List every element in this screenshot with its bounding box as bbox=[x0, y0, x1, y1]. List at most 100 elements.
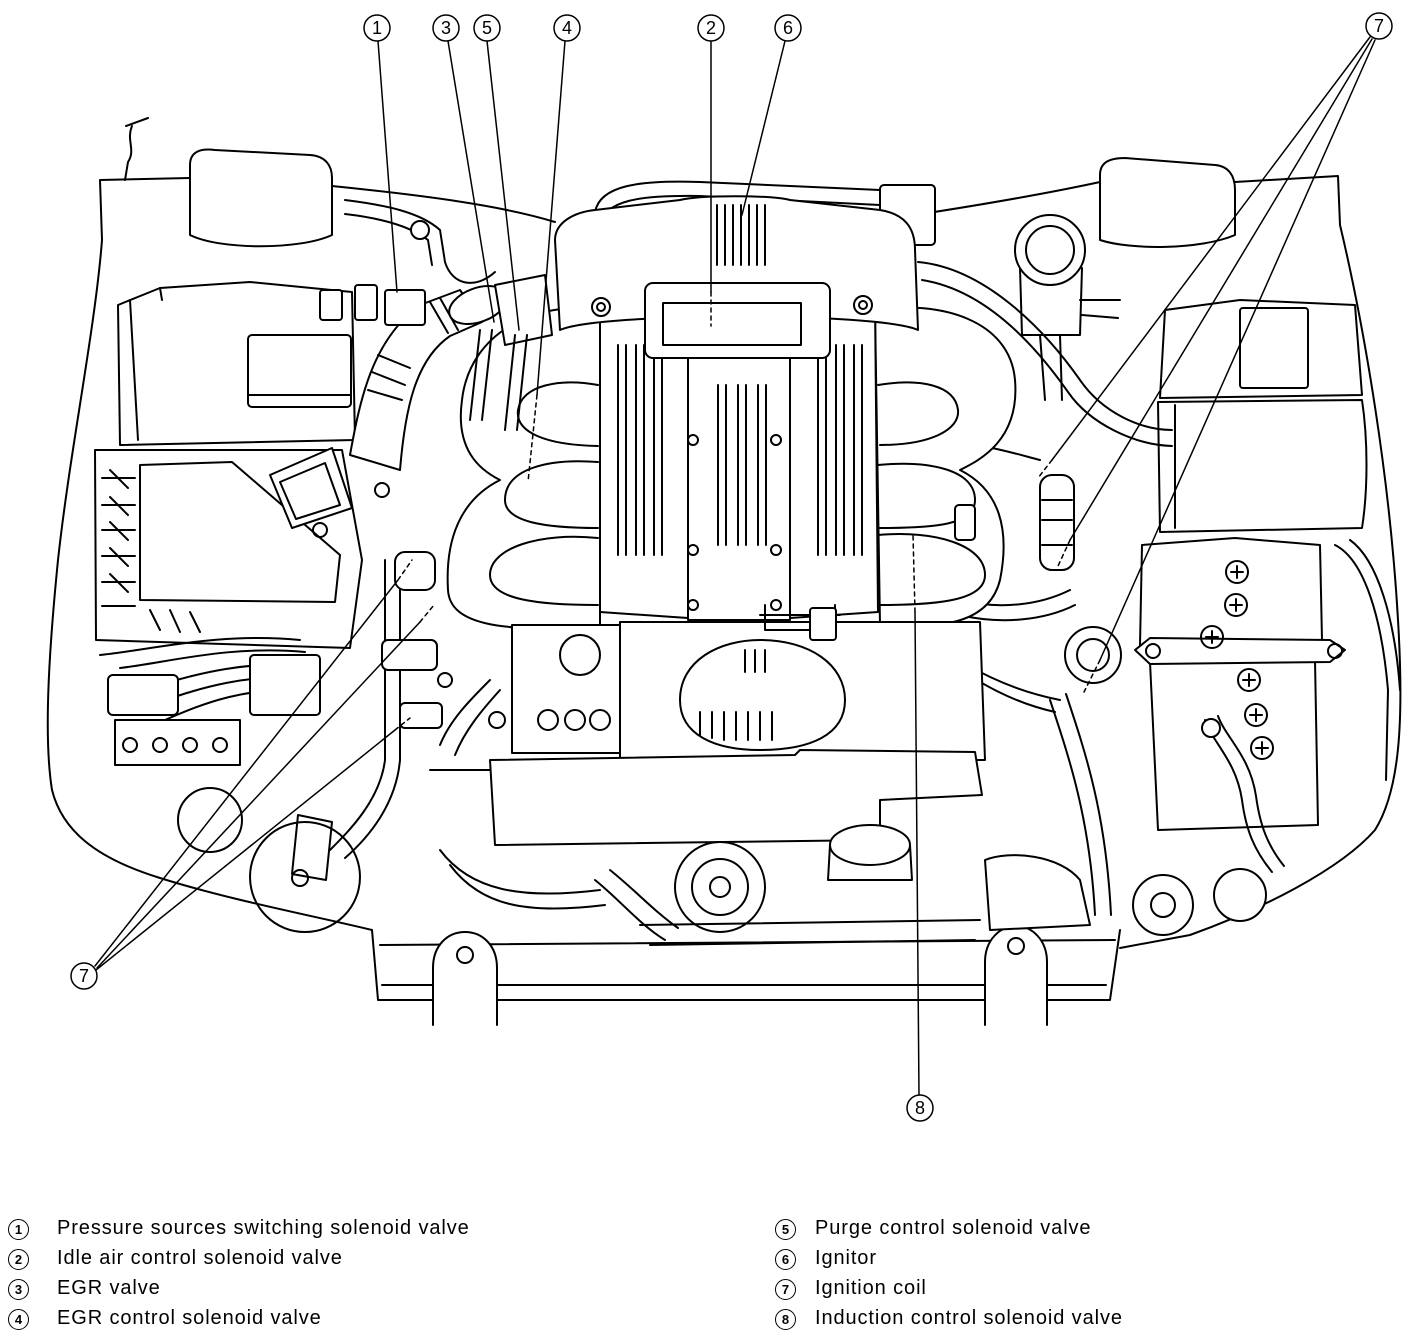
callout-circle bbox=[697, 14, 725, 42]
cell-cap-cross bbox=[1249, 708, 1263, 722]
plenum-bolt-6 bbox=[770, 599, 782, 611]
alternator-fins bbox=[699, 649, 773, 741]
callout-circle bbox=[774, 14, 802, 42]
air-flow-meter-bolt bbox=[312, 522, 328, 538]
radiator-cap bbox=[829, 824, 911, 866]
cell-cap-ring bbox=[1225, 560, 1249, 584]
leader-line-7-bottom-a bbox=[94, 579, 399, 967]
leader-line-5 bbox=[486, 40, 520, 331]
plenum-bolt-2 bbox=[770, 434, 782, 446]
leader-line-7-top-a bbox=[1051, 36, 1371, 461]
left-ignition-coil-b bbox=[381, 639, 438, 671]
plenum-right-fins bbox=[817, 344, 863, 556]
engine-left-bolt-1 bbox=[537, 709, 559, 731]
right-ignition-coil bbox=[1039, 474, 1075, 571]
distributor bbox=[1064, 626, 1122, 684]
callout-7-bottom: 7 bbox=[70, 962, 98, 990]
cell-cap-cross bbox=[1205, 630, 1219, 644]
legend-label: Induction control solenoid valve bbox=[815, 1307, 1123, 1329]
callout-number: 4 bbox=[562, 18, 572, 38]
right-runner-lines bbox=[877, 381, 986, 606]
leader-line-7-bottom-c bbox=[95, 729, 396, 971]
callout-number: 7 bbox=[1374, 16, 1384, 36]
battery-terminal-cable bbox=[1204, 715, 1285, 873]
left-bolt-b bbox=[152, 737, 168, 753]
air-flow-meter-bolt-2 bbox=[374, 482, 390, 498]
cover-bolt-right-inner bbox=[858, 300, 868, 310]
leader-line-4 bbox=[536, 40, 566, 396]
left-hose-clamp bbox=[488, 711, 506, 729]
legend-item-2: 2 Idle air control solenoid valve bbox=[0, 1246, 680, 1274]
legend-number: 8 bbox=[775, 1309, 796, 1330]
callout-circle bbox=[906, 1094, 934, 1122]
legend-number: 4 bbox=[8, 1309, 29, 1330]
battery-cell-cap-4 bbox=[1237, 668, 1261, 692]
callout-circle bbox=[1365, 12, 1393, 40]
leader-line-7-top-c-dashed bbox=[1083, 659, 1101, 693]
left-strut-tower bbox=[189, 148, 333, 248]
left-runner-lines bbox=[489, 381, 599, 606]
plenum-bolt-5 bbox=[687, 599, 699, 611]
cell-cap-ring bbox=[1224, 593, 1248, 617]
leader-line-8-dashed bbox=[912, 534, 916, 613]
left-coil-bolt bbox=[437, 672, 453, 688]
left-connector-block bbox=[107, 674, 179, 716]
callout-8: 8 bbox=[906, 1094, 934, 1122]
callout-circle bbox=[70, 962, 98, 990]
left-bolt-a bbox=[122, 737, 138, 753]
right-coil-rings bbox=[1041, 499, 1073, 546]
left-ignition-coil-a bbox=[394, 551, 436, 591]
oil-filler-cap bbox=[559, 634, 601, 676]
cell-cap-ring bbox=[1250, 736, 1274, 760]
battery-clamp-bar bbox=[1134, 637, 1346, 665]
battery-terminal bbox=[1201, 718, 1221, 738]
reservoir-body bbox=[1019, 267, 1083, 336]
legend-number: 2 bbox=[8, 1249, 29, 1270]
battery-cell-cap-5 bbox=[1244, 703, 1268, 727]
left-relay-box-edge bbox=[129, 287, 163, 441]
legend-label: EGR valve bbox=[57, 1277, 161, 1299]
leader-line-7-bottom-a-dashed bbox=[397, 559, 413, 581]
right-upper-hose bbox=[917, 261, 1173, 447]
right-mount-bracket bbox=[984, 925, 1048, 1026]
battery-top bbox=[1139, 537, 1323, 646]
engine-bay-drawing bbox=[46, 36, 1402, 1096]
legend-label: Ignition coil bbox=[815, 1277, 927, 1299]
left-hose-lower bbox=[429, 679, 501, 771]
leader-line-4-dashed bbox=[527, 394, 538, 483]
cell-cap-ring bbox=[1200, 625, 1224, 649]
crank-pulley bbox=[674, 841, 766, 933]
left-relay-small bbox=[249, 654, 321, 716]
engine-bay-diagram: 1 3 5 4 2 6 7 7 8 bbox=[46, 12, 1402, 1122]
legend-label: Ignitor bbox=[815, 1247, 877, 1269]
callout-circle bbox=[473, 14, 501, 42]
hood-prop-rod bbox=[124, 117, 149, 181]
callout-number: 6 bbox=[783, 18, 793, 38]
plenum-bolt-1 bbox=[687, 434, 699, 446]
legend-item-5: 5 Purge control solenoid valve bbox=[700, 1216, 1380, 1244]
solenoid-connector-2 bbox=[354, 284, 378, 321]
iac-valve-window bbox=[662, 302, 802, 346]
battery-cell-cap-3 bbox=[1200, 625, 1224, 649]
battery-cell-cap-1 bbox=[1225, 560, 1249, 584]
legend-number: 1 bbox=[8, 1219, 29, 1240]
legend-label: Purge control solenoid valve bbox=[815, 1217, 1092, 1239]
left-wiring-harness bbox=[99, 637, 319, 721]
washer-tank-cap-inner bbox=[291, 869, 309, 887]
callout-number: 8 bbox=[915, 1098, 925, 1118]
air-cleaner-lid bbox=[139, 461, 341, 603]
callout-number: 3 bbox=[441, 18, 451, 38]
leader-line-1 bbox=[377, 40, 398, 293]
crank-pulley-hub bbox=[709, 876, 731, 898]
left-ignition-coil-c bbox=[399, 702, 443, 729]
engine-left-block bbox=[511, 624, 621, 754]
legend-item-8: 8 Induction control solenoid valve bbox=[700, 1306, 1380, 1334]
reservoir-cap-inner bbox=[1025, 225, 1075, 275]
cover-bolt-left bbox=[591, 297, 611, 317]
leader-line-7-top-c bbox=[1099, 39, 1376, 661]
battery-cell-cap-6 bbox=[1250, 736, 1274, 760]
right-lower-hose bbox=[1049, 693, 1112, 916]
iac-valve-frame bbox=[644, 282, 831, 359]
upper-radiator-hose bbox=[439, 849, 679, 941]
left-bracket-parts bbox=[114, 719, 241, 766]
